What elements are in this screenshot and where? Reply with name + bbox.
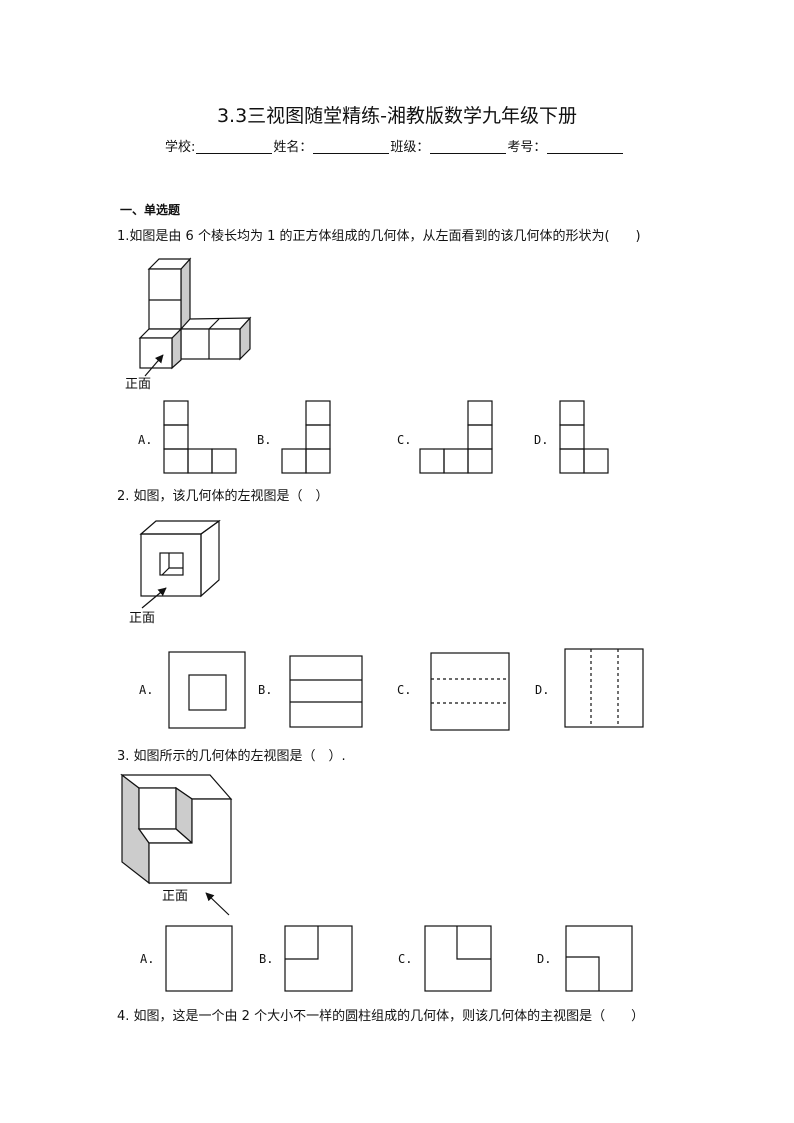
page-title: 3.3三视图随堂精练-湘教版数学九年级下册 xyxy=(216,105,578,127)
q1-option-d-figure[interactable] xyxy=(559,400,609,474)
q2-option-a[interactable]: A. xyxy=(139,683,154,697)
q2-arrow-icon xyxy=(141,587,167,609)
q1-option-c-figure[interactable] xyxy=(419,400,493,474)
q1-option-a[interactable]: A. xyxy=(138,433,153,447)
question-1-text: 1.如图是由 6 个棱长均为 1 的正方体组成的几何体，从左面看到的该几何体的形… xyxy=(117,229,641,244)
name-label: 姓名： xyxy=(273,140,313,155)
q2-option-d-figure[interactable] xyxy=(564,648,644,728)
question-4-text: 4. 如图，这是一个由 2 个大小不一样的圆柱组成的几何体，则该几何体的主视图是… xyxy=(117,1009,645,1024)
q2-option-c-figure[interactable] xyxy=(430,652,510,731)
class-label: 班级： xyxy=(390,140,430,155)
name-blank xyxy=(313,140,390,154)
q3-option-a-figure[interactable] xyxy=(165,925,233,992)
class-blank xyxy=(430,140,507,154)
q3-option-d-figure[interactable] xyxy=(565,925,633,992)
q1-option-c[interactable]: C. xyxy=(397,433,412,447)
q3-option-a[interactable]: A. xyxy=(140,952,155,966)
q1-arrow-icon xyxy=(144,354,164,377)
q1-option-a-figure[interactable] xyxy=(163,400,237,474)
exam-number-blank xyxy=(547,140,624,154)
q2-option-c[interactable]: C. xyxy=(397,683,412,697)
q3-front-label: 正面 xyxy=(162,889,189,904)
q3-option-c[interactable]: C. xyxy=(398,952,413,966)
q2-front-label: 正面 xyxy=(129,611,156,626)
q2-option-d[interactable]: D. xyxy=(535,683,550,697)
q3-option-d[interactable]: D. xyxy=(537,952,552,966)
q3-option-b[interactable]: B. xyxy=(259,952,274,966)
q2-option-b[interactable]: B. xyxy=(258,683,273,697)
q1-option-d[interactable]: D. xyxy=(534,433,549,447)
question-2-text: 2. 如图，该几何体的左视图是（ ） xyxy=(117,489,329,504)
school-blank xyxy=(196,140,273,154)
q3-option-c-figure[interactable] xyxy=(424,925,492,992)
q1-front-label: 正面 xyxy=(125,377,152,392)
q1-cube-solid-figure xyxy=(138,257,252,377)
q2-option-a-figure[interactable] xyxy=(168,651,246,729)
question-3-text: 3. 如图所示的几何体的左视图是（ ）. xyxy=(117,749,346,764)
exam-number-label: 考号： xyxy=(507,140,547,155)
q2-option-b-figure[interactable] xyxy=(289,655,363,728)
q3-option-b-figure[interactable] xyxy=(284,925,353,992)
q3-notched-cube-figure xyxy=(120,773,233,916)
student-info-line: 学校: 姓名： 班级： 考号： xyxy=(165,140,624,154)
q1-option-b-figure[interactable] xyxy=(281,400,331,474)
q2-hollow-cube-figure xyxy=(139,519,221,609)
section-heading: 一、单选题 xyxy=(120,203,181,217)
school-label: 学校: xyxy=(165,140,196,155)
q1-option-b[interactable]: B. xyxy=(257,433,272,447)
q3-arrow-icon xyxy=(205,892,230,916)
